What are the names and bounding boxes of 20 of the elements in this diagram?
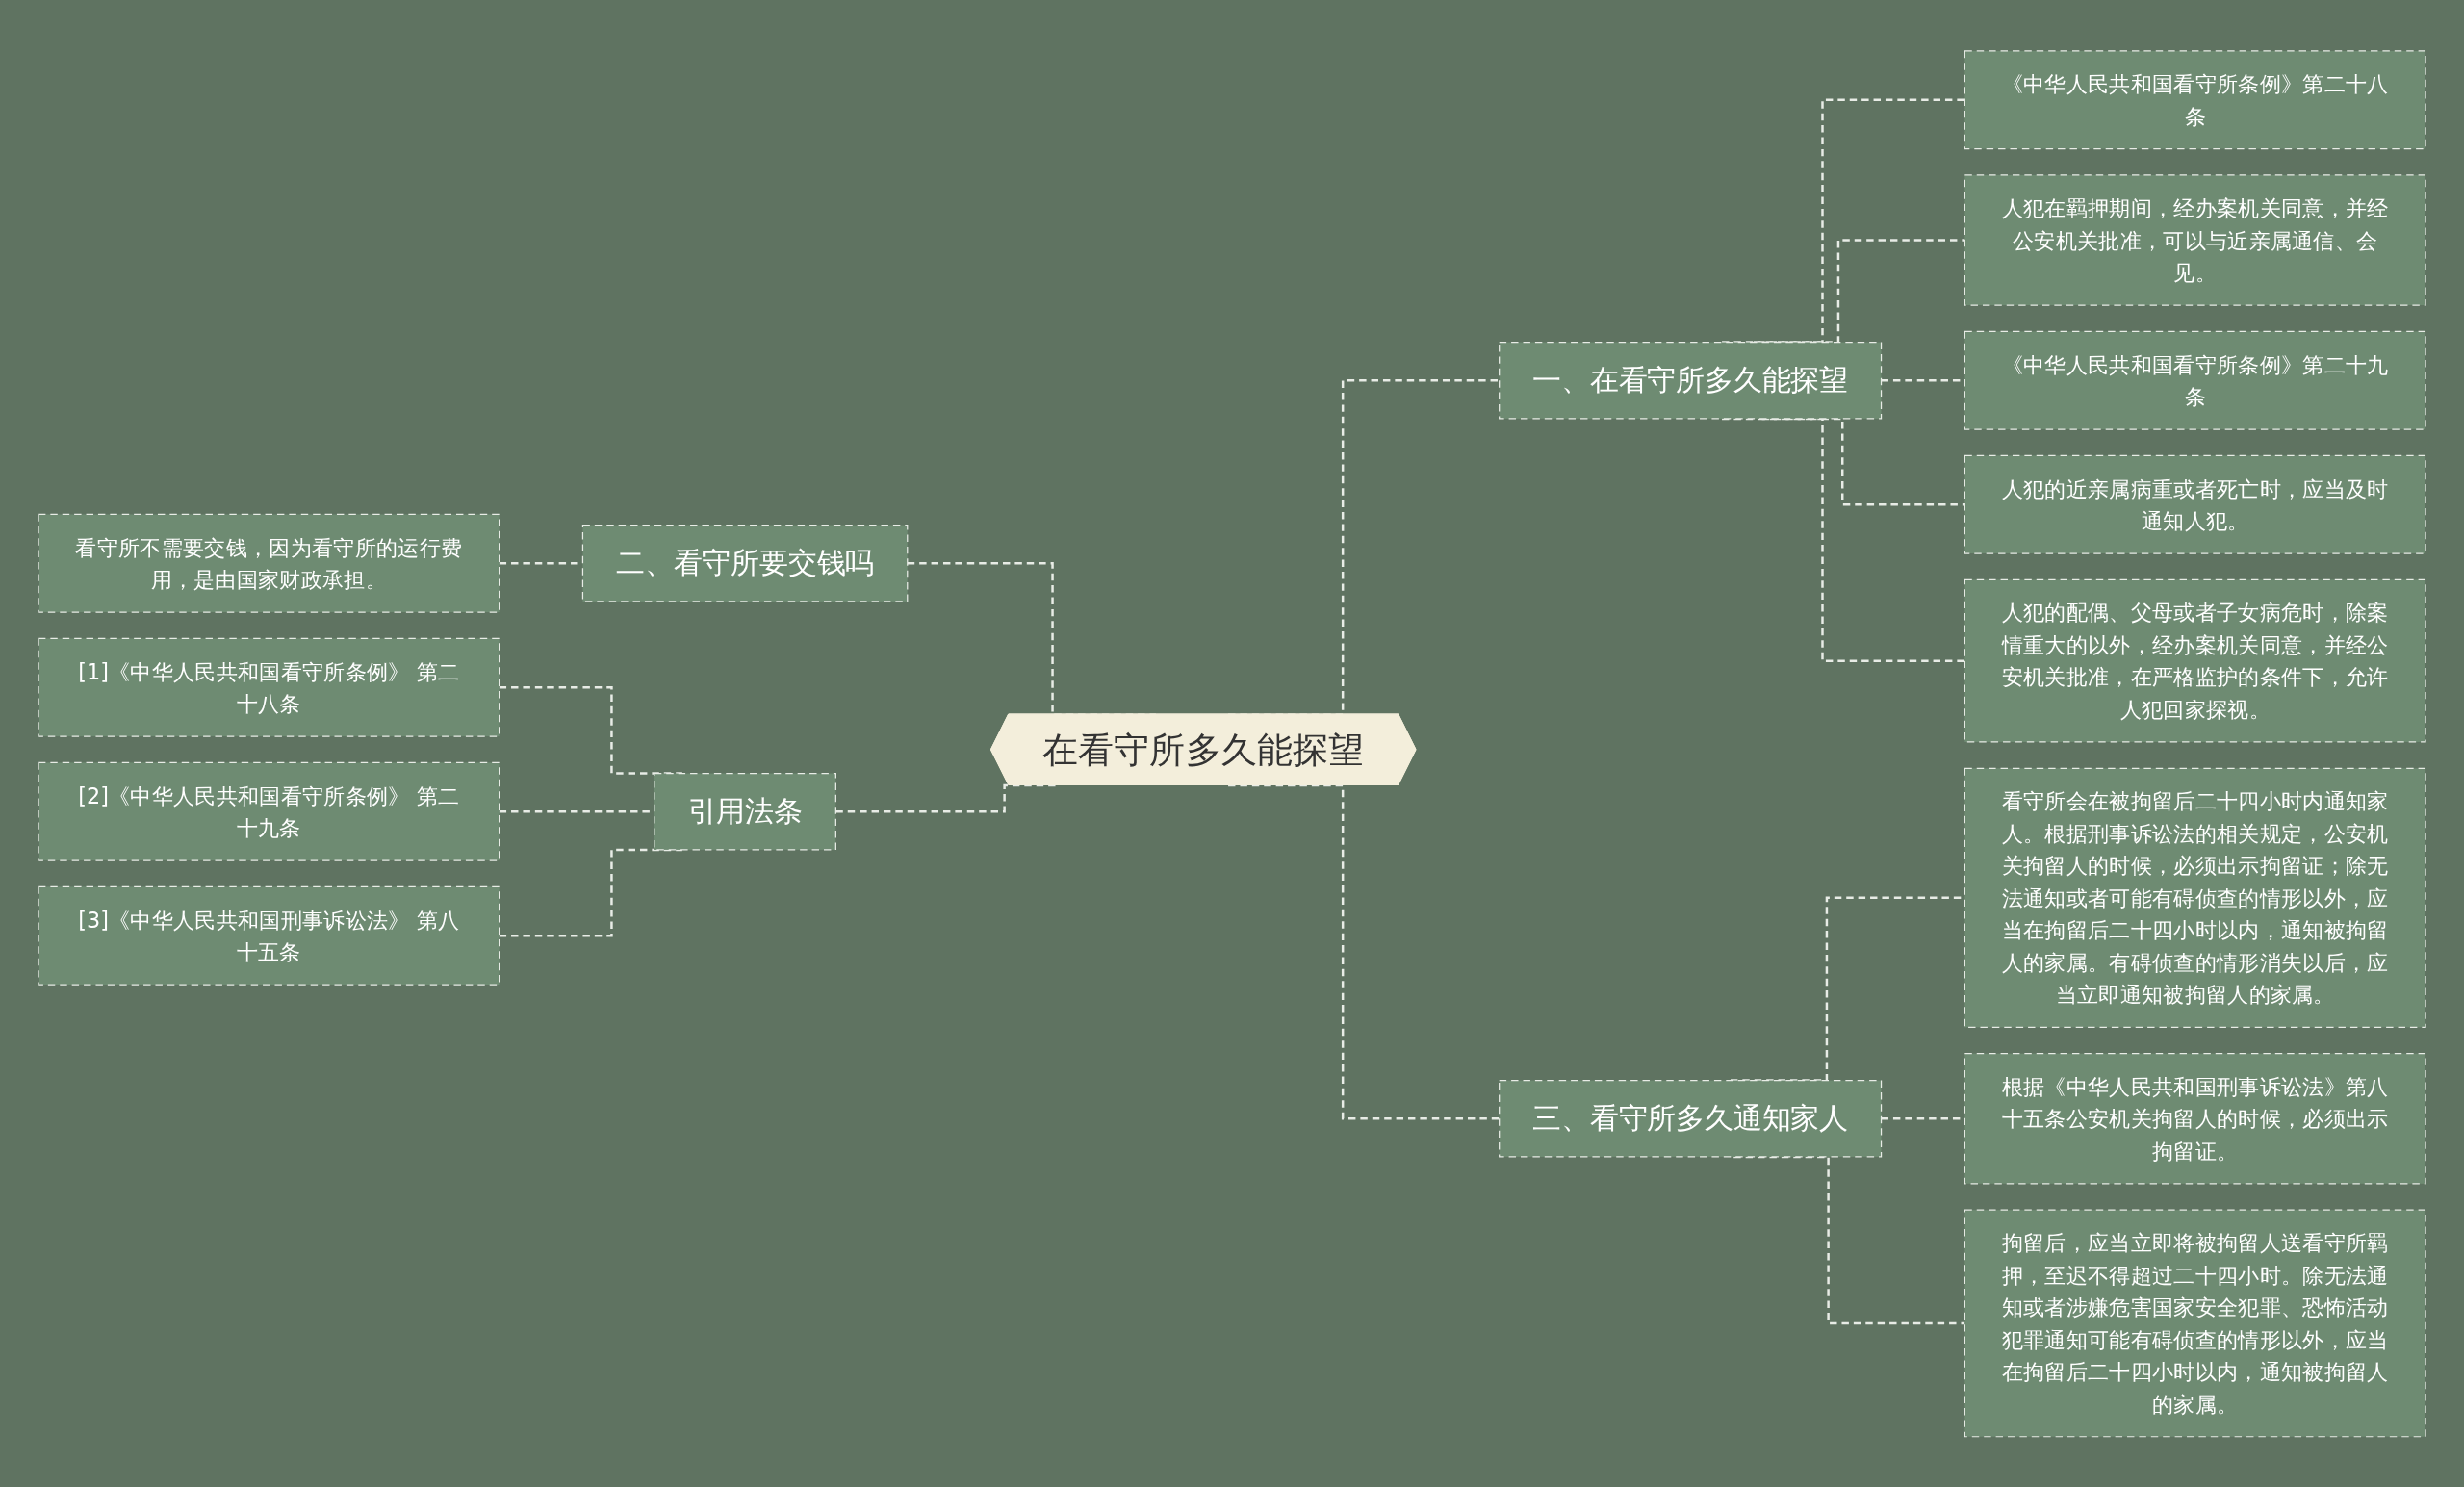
node-box: 引用法条 xyxy=(654,772,836,851)
node-box: 看守所会在被拘留后二十四小时内通知家人。根据刑事诉讼法的相关规定，公安机关拘留人的时候，必须出示拘留证；除无法通知或者可能有碍侦查的情形以外，应当在拘留后二十四小时以内，通知被拘留人的家属。有碍侦查的情形消失以后，应当立即通知被拘留人的家属。 xyxy=(1964,767,2426,1028)
node-box: 二、看守所要交钱吗 xyxy=(581,524,909,602)
node-box: [3]《中华人民共和国刑事诉讼法》 第八十五条 xyxy=(38,885,500,986)
node-box: 人犯在羁押期间，经办案机关同意，并经公安机关批准，可以与近亲属通信、会见。 xyxy=(1964,173,2426,306)
connector xyxy=(1722,417,1965,662)
node-box: 《中华人民共和国看守所条例》第二十八条 xyxy=(1964,49,2426,149)
node-box: [1]《中华人民共和国看守所条例》 第二十八条 xyxy=(38,637,500,737)
node-box: [2]《中华人民共和国看守所条例》 第二十九条 xyxy=(38,761,500,861)
node-box: 拘留后，应当立即将被拘留人送看守所羁押，至迟不得超过二十四小时。除无法通知或者涉嫌危害国家安全犯罪、恐怖活动犯罪通知可能有碍侦查的情形以外，应当在拘留后二十四小时以内，通知被拘留人的家属。 xyxy=(1964,1209,2426,1438)
connector xyxy=(1733,1155,1965,1324)
node-box: 《中华人民共和国看守所条例》第二十九条 xyxy=(1964,330,2426,430)
node-box: 看守所不需要交钱，因为看守所的运行费用，是由国家财政承担。 xyxy=(38,513,500,613)
node-box: 人犯的近亲属病重或者死亡时，应当及时通知人犯。 xyxy=(1964,454,2426,554)
node-box: 人犯的配偶、父母或者子女病危时，除案情重大的以外，经办案机关同意，并经公安机关批准，在严格监护的条件下，允许人犯回家探视。 xyxy=(1964,578,2426,743)
connector xyxy=(499,848,682,937)
node-box: 一、在看守所多久能探望 xyxy=(1499,341,1883,420)
connector xyxy=(1228,783,1500,1120)
node-box: 三、看守所多久通知家人 xyxy=(1499,1079,1883,1158)
node-box: 根据《中华人民共和国刑事诉讼法》第八十五条公安机关拘留人的时候，必须出示拘留证。 xyxy=(1964,1052,2426,1185)
